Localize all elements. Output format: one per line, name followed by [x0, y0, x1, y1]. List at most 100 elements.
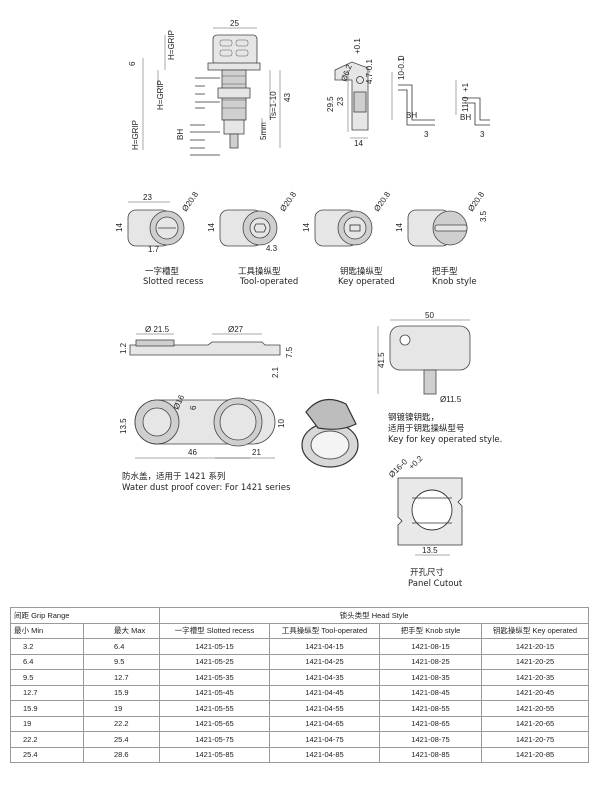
table-cell-max: 19 — [83, 700, 160, 717]
table-cell-tool: 1421-04-25 — [269, 653, 380, 670]
flange — [207, 62, 261, 71]
table-cell-slotted: 1421-05-15 — [159, 638, 270, 655]
table-cell-key: 1421-20-85 — [480, 746, 590, 763]
dim-ptol: +0.2 — [407, 453, 425, 471]
dim-c1-2: 1.2 — [119, 342, 128, 354]
dim-p13-5: 13.5 — [422, 546, 438, 555]
dim-p16: Ø16-0 — [387, 457, 409, 479]
header-slotted: 一字槽型 Slotted recess — [159, 622, 270, 639]
head-slotted: 23 14 1.7 Ø20.8 一字槽型 Slotted recess — [115, 190, 204, 287]
caption-key-en: Key operated — [338, 277, 395, 287]
head-key: 14 Ø20.8 钥匙操纵型 Key operated — [302, 190, 395, 287]
table-cell-knob: 1421-08-25 — [379, 653, 482, 670]
panel-cutout: Ø16-0 +0.2 13.5 开孔尺寸 Panel Cutout — [387, 453, 463, 589]
dim-10: 10-0.1 — [397, 57, 406, 80]
caption-key-note-cn2: 适用于钥匙操纵型号 — [388, 423, 465, 434]
dim-23: 23 — [336, 97, 345, 106]
caption-cover-cn: 防水盖，适用于 1421 系列 — [122, 471, 226, 482]
dim-25: 25 — [230, 19, 239, 28]
table-cell-key: 1421-20-75 — [480, 731, 590, 748]
dim-r1-7: 1.7 — [148, 245, 160, 254]
table-cell-tool: 1421-04-35 — [269, 669, 380, 686]
dim-r3-5: 3.5 — [479, 210, 488, 222]
caption-key-cn: 钥匙操纵型 — [340, 266, 383, 277]
dim-c6: 6 — [189, 405, 198, 410]
table-cell-slotted: 1421-05-75 — [159, 731, 270, 748]
dim-ts: Ts=1-10 — [269, 91, 278, 120]
caption-cutout-en: Panel Cutout — [408, 579, 463, 589]
dim-bh-3: BH — [460, 113, 471, 122]
table-cell-knob: 1421-08-65 — [379, 715, 482, 732]
table-cell-key: 1421-20-65 — [480, 715, 590, 732]
key-drawing: 50 41.5 Ø11.5 钢镀镍钥匙， 适用于钥匙操纵型号 Key for k… — [377, 311, 502, 445]
dim-29-5: 29.5 — [326, 96, 335, 112]
header-min: 最小 Min — [10, 622, 84, 639]
dim-r14d: 14 — [395, 223, 404, 232]
caption-key-note-cn1: 钢镀镍钥匙， — [388, 412, 439, 423]
table-cell-tool: 1421-04-15 — [269, 638, 380, 655]
dim-k11-5: Ø11.5 — [440, 395, 462, 404]
table-cell-tool: 1421-04-55 — [269, 700, 380, 717]
technical-drawing: 25 H=GRIP 6 H=GRIP H=GRIP Ts=1-10 43 5mm… — [115, 19, 502, 589]
table-cell-max: 22.2 — [83, 715, 160, 732]
dim-tol-plus1: +1 — [461, 82, 470, 92]
dim-3b: 3 — [480, 130, 485, 139]
table-cell-knob: 1421-08-45 — [379, 684, 482, 701]
table-cell-knob: 1421-08-15 — [379, 638, 482, 655]
table-cell-key: 1421-20-25 — [480, 653, 590, 670]
table-cell-tool: 1421-04-45 — [269, 684, 380, 701]
table-cell-min: 22.2 — [10, 731, 84, 748]
table-cell-max: 28.6 — [83, 746, 160, 763]
table-cell-key: 1421-20-35 — [480, 669, 590, 686]
table-cell-knob: 1421-08-85 — [379, 746, 482, 763]
caption-key-note-en: Key for key operated style. — [388, 435, 502, 445]
screw-tip — [229, 133, 239, 149]
grip-range-table: 间距 Grip Range 锁头类型 Head Style 最小 Min 最大 … — [10, 607, 590, 763]
header-max: 最大 Max — [83, 622, 160, 639]
dim-k50: 50 — [425, 311, 434, 320]
dim-hgrip-mid: H=GRIP — [156, 80, 165, 110]
caption-cover-en: Water dust proof cover: For 1421 series — [122, 483, 291, 493]
caption-knob-en: Knob style — [432, 277, 477, 287]
dim-r4-3: 4.3 — [266, 244, 278, 253]
table-cell-min: 9.5 — [10, 669, 84, 686]
dim-c10: 10 — [277, 419, 286, 428]
header-key: 钥匙操纵型 Key operated — [480, 622, 590, 639]
table-cell-min: 3.2 — [10, 638, 84, 655]
dim-4-7: 4.7-0.1 — [365, 59, 374, 84]
table-cell-min: 15.9 — [10, 700, 84, 717]
dim-r20-8a: Ø20.8 — [180, 190, 200, 213]
caption-slotted-en: Slotted recess — [143, 277, 204, 287]
table-cell-key: 1421-20-15 — [480, 638, 590, 655]
head-tool: 14 4.3 Ø20.8 工具操纵型 Tool-operated — [207, 190, 298, 287]
table-cell-slotted: 1421-05-25 — [159, 653, 270, 670]
head-knob: 14 3.5 Ø20.8 把手型 Knob style — [395, 190, 488, 287]
dim-c13-5: 13.5 — [119, 418, 128, 434]
caption-knob-cn: 把手型 — [432, 266, 458, 277]
table-cell-tool: 1421-04-75 — [269, 731, 380, 748]
dust-cover: Ø 21.5 Ø27 1.2 7.5 2.1 Ø16 6 13.5 46 21 … — [119, 325, 294, 493]
caption-cutout-cn: 开孔尺寸 — [410, 567, 445, 578]
table-cell-knob: 1421-08-75 — [379, 731, 482, 748]
table-cell-slotted: 1421-05-45 — [159, 684, 270, 701]
dim-k41-5: 41.5 — [377, 352, 386, 368]
dim-3: 3 — [424, 130, 429, 139]
dim-tol-0-1: +0.1 — [353, 38, 362, 54]
dim-5mm: 5mm — [259, 122, 268, 140]
dim-hgrip-side: H=GRIP — [131, 120, 140, 150]
caption-tool-cn: 工具操纵型 — [238, 266, 281, 277]
dim-r20-8d: Ø20.8 — [466, 190, 486, 213]
dim-11: 11-0 — [461, 96, 470, 112]
table-cell-min: 6.4 — [10, 653, 84, 670]
dim-zero: 0 — [397, 55, 406, 60]
dim-c21-5: Ø 21.5 — [145, 325, 170, 334]
table-cell-min: 19 — [10, 715, 84, 732]
dim-bh: BH — [176, 129, 185, 140]
lock-head — [212, 34, 258, 66]
